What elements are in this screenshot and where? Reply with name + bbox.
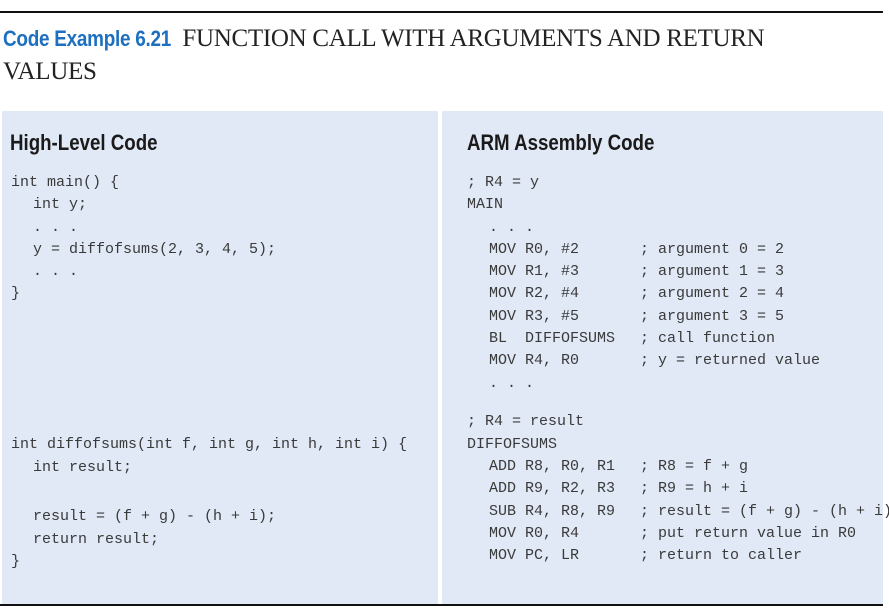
high-level-panel: High-Level Code int main() { int y; . . … [2,111,438,604]
top-rule [0,11,883,13]
code-line: int result; [33,458,133,476]
code-line: int diffofsums(int f, int g, int h, int … [11,436,408,454]
code-line: MOV R3, #5; argument 3 = 5 [467,306,877,328]
code-comment: ; argument 1 = 3 [640,263,785,281]
code-line: MOV R0, #2; argument 0 = 2 [467,239,877,261]
code-line: MAIN [467,196,504,214]
code-line: return result; [33,530,160,548]
code-comment: ; R9 = h + i [640,480,749,498]
example-heading: FUNCTION CALL WITH ARGUMENTS AND RETURN … [3,25,765,85]
code-line: int y; [33,196,88,214]
code-comment: ; result = (f + g) - (h + i) [640,502,889,520]
code-line: . . . [33,263,79,281]
code-line: . . . [33,218,79,236]
assembly-heading: ARM Assembly Code [467,130,655,155]
code-line: DIFFOFSUMS [467,435,558,453]
bottom-rule [0,604,883,606]
code-comment: ; put return value in R0 [640,524,857,542]
code-line: MOV R2, #4; argument 2 = 4 [467,283,877,305]
code-line: BL DIFFOFSUMS; call function [467,328,877,350]
code-comment: ; argument 2 = 4 [640,285,785,303]
assembly-panel: ARM Assembly Code ; R4 = y MAIN . . . MO… [442,111,889,604]
code-comment: ; R8 = f + g [640,458,749,476]
example-label: Code Example 6.21 [3,26,172,51]
code-line: ; R4 = result [467,413,585,431]
high-level-code: int main() { int y; . . . y = diffofsums… [11,172,407,573]
code-comment: ; call function [640,330,776,348]
code-line: ADD R8, R0, R1; R8 = f + g [467,456,877,478]
code-line: y = diffofsums(2, 3, 4, 5); [33,240,277,258]
code-line: int main() { [11,174,120,191]
code-line: MOV PC, LR; return to caller [467,545,877,567]
code-comment: ; y = returned value [640,352,821,370]
example-title: Code Example 6.21 FUNCTION CALL WITH ARG… [3,22,863,88]
code-line: } [11,552,21,570]
code-line: . . . [489,218,535,236]
code-line: ; R4 = y [467,174,540,191]
code-line: MOV R0, R4; put return value in R0 [467,523,877,545]
code-line: SUB R4, R8, R9; result = (f + g) - (h + … [467,501,889,523]
code-comment: ; argument 3 = 5 [640,307,785,325]
code-comment: ; argument 0 = 2 [640,240,785,258]
code-line: MOV R1, #3; argument 1 = 3 [467,261,877,283]
code-line: } [11,285,21,303]
high-level-heading: High-Level Code [10,130,158,155]
code-comment: ; return to caller [640,547,803,565]
code-line: ADD R9, R2, R3; R9 = h + i [467,478,877,500]
code-line: MOV R4, R0; y = returned value [467,350,877,372]
assembly-code: ; R4 = y MAIN . . . MOV R0, #2; argument… [467,172,889,568]
code-line: . . . [489,374,535,392]
code-line: result = (f + g) - (h + i); [33,508,277,526]
